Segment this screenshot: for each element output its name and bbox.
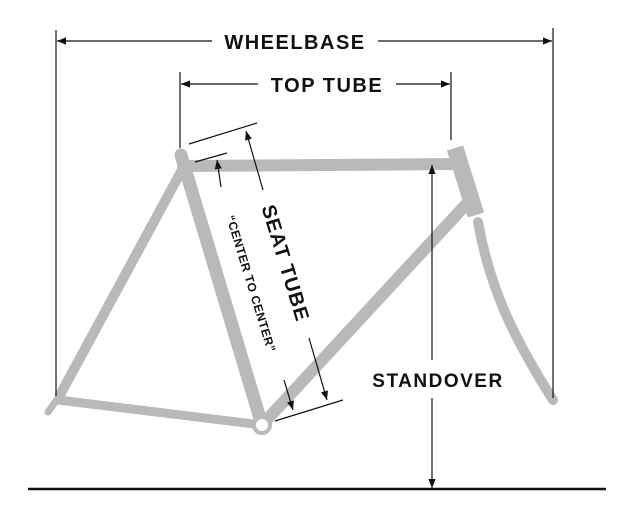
dimension-lines [55, 28, 554, 488]
wheelbase-label: WHEELBASE [224, 32, 365, 54]
standover-label: STANDOVER [372, 371, 503, 392]
top-tube [177, 158, 466, 172]
seat-tube-tick-bottom [274, 399, 344, 422]
fork [473, 217, 558, 405]
head-tube [446, 145, 485, 218]
seat-tube-arrow-down [308, 337, 328, 401]
bottom-bracket [252, 415, 272, 435]
seat-tube [174, 148, 269, 432]
center-arrow-up [214, 159, 222, 188]
rear-dropout [44, 394, 62, 416]
top-tube-label: TOP TUBE [271, 75, 383, 97]
center-arrow-down [283, 379, 294, 411]
seat-tube-arrow-up [245, 130, 264, 191]
seatstay [55, 163, 188, 400]
chainstay [53, 395, 267, 430]
bike-frame [44, 145, 558, 435]
down-tube [256, 192, 478, 431]
seat-tube-tick-top [188, 122, 258, 145]
center-tick-top [194, 152, 228, 163]
